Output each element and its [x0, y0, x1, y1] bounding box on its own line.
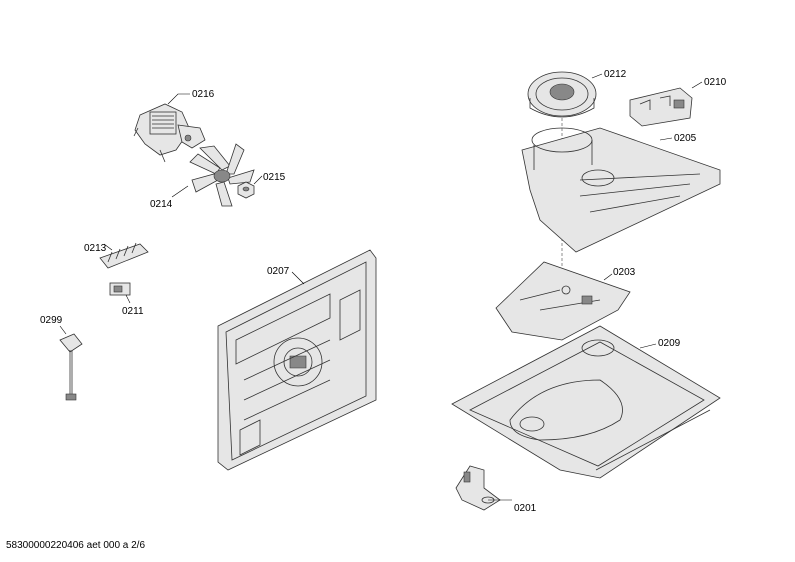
small-connector-drawing	[109, 282, 131, 304]
part-number-0207: 0207	[267, 266, 290, 277]
part-number-0201: 0201	[514, 503, 537, 514]
part-number-0209: 0209	[658, 338, 681, 349]
base-plate-drawing	[451, 325, 721, 479]
part-number-0216: 0216	[192, 89, 215, 100]
part-number-0213: 0213	[84, 243, 107, 254]
rear-panel-drawing	[217, 249, 377, 471]
bracket-drawing	[455, 465, 512, 511]
terminal-block-drawing	[99, 242, 149, 269]
part-number-0214: 0214	[150, 199, 173, 210]
fan-housing-drawing	[521, 127, 721, 253]
part-number-0210: 0210	[704, 77, 727, 88]
part-number-0299: 0299	[40, 315, 63, 326]
control-module-drawing	[629, 81, 703, 127]
part-number-0203: 0203	[613, 267, 636, 278]
document-footer: 58300000220406 aet 000 a 2/6	[6, 540, 146, 551]
part-number-0215: 0215	[263, 172, 286, 183]
fan-wheel-drawing	[171, 143, 255, 207]
fan-motor-drawing	[133, 93, 206, 163]
nut-drawing	[237, 175, 263, 199]
part-number-0212: 0212	[604, 69, 627, 80]
cable-sensor-drawing	[59, 325, 83, 401]
part-number-0211: 0211	[122, 306, 144, 317]
part-number-0205: 0205	[674, 133, 697, 144]
cover-plate-drawing	[495, 261, 631, 341]
